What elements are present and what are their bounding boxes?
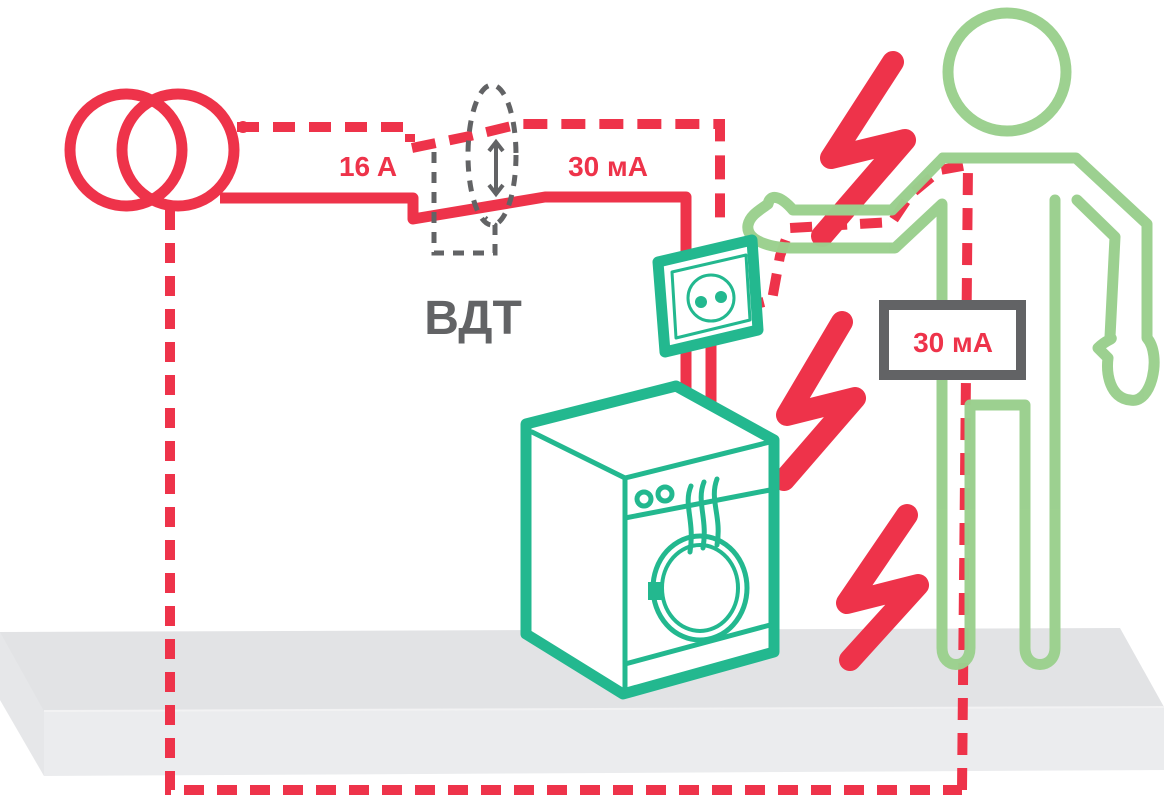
rcd-title: ВДТ [424,292,522,345]
socket-face [686,273,736,323]
washing-machine-icon [520,380,780,700]
leakage-path [165,119,974,795]
transformer-icon [64,88,249,212]
floor-front [44,707,1164,776]
body-current-frame [879,300,1026,380]
control-knob [655,484,675,504]
double-arrow-icon [487,138,505,198]
leakage-through-body [758,159,974,791]
leakage-top-left [237,122,415,142]
socket-icon [652,234,764,358]
washing-machine-body [520,380,780,700]
lightning-icon-middle [773,311,866,491]
person-body [742,152,1061,670]
leakage-top-right [410,119,725,223]
person-head [942,7,1072,137]
rcd-symbol [431,82,519,256]
control-knob [634,489,654,509]
person-figure [742,7,1160,670]
lightning-bolts [773,51,929,671]
body-current-label: 30 мА [913,327,993,358]
rcd-box-outline [431,152,498,256]
body-current-box: 30 мА [879,300,1026,380]
lightning-icon-top [811,51,916,247]
leakage-current-label: 30 мА [568,151,648,182]
person-right-arm [937,152,1160,406]
rcd-toroid-outline [465,82,519,228]
lightning-icon-bottom [836,504,929,671]
rated-current-label: 16 A [339,151,397,182]
door-handle [648,582,662,600]
floor-side [0,632,44,776]
leakage-ground [165,210,962,795]
